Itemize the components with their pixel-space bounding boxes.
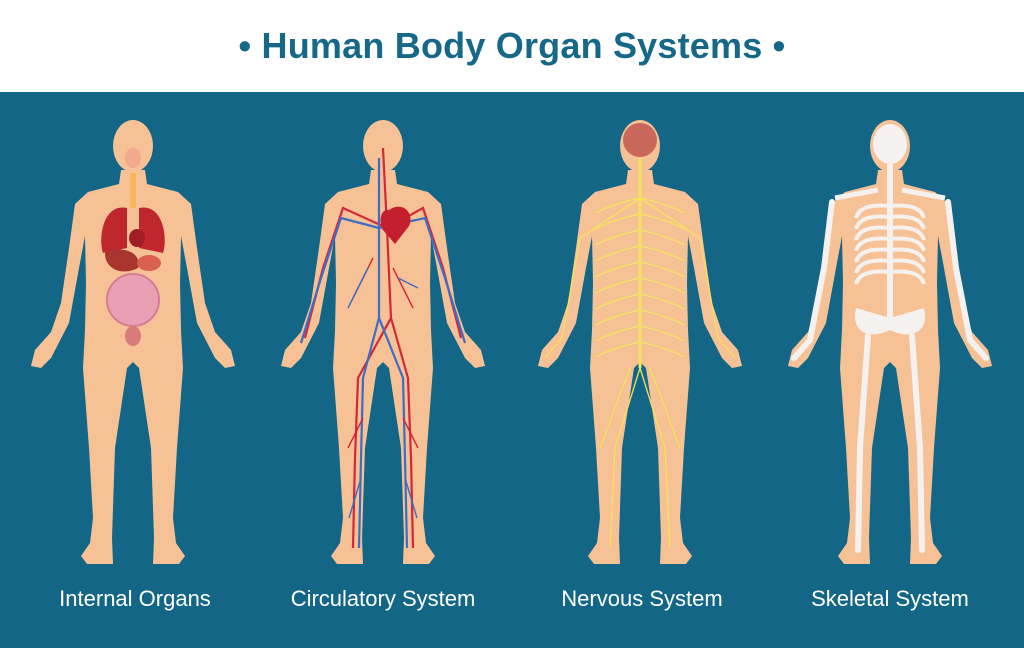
right-lung-icon: [139, 207, 165, 253]
label-internal-organs: Internal Organs: [59, 586, 211, 611]
rib: [854, 236, 926, 252]
left-lung-icon: [101, 207, 127, 253]
heart-icon: [380, 206, 411, 244]
spine: [887, 164, 893, 324]
limb-bones: [791, 199, 989, 553]
rib: [854, 258, 926, 274]
rib: [854, 269, 926, 285]
rib: [854, 203, 926, 219]
liver-icon: [105, 249, 139, 272]
label-nervous-system: Nervous System: [561, 586, 723, 611]
head: [363, 120, 403, 172]
head: [113, 120, 153, 172]
intestines-icon: [106, 273, 160, 327]
body-silhouette: [31, 170, 235, 564]
nervous-system-figure: [538, 120, 742, 564]
skeletal-system-figure: [788, 120, 992, 564]
blood-vessel: [347, 267, 419, 519]
page-title: • Human Body Organ Systems •: [238, 25, 786, 66]
blood-vessel: [357, 158, 381, 549]
rib: [854, 247, 926, 263]
body-silhouette: [281, 170, 485, 564]
internal-organs-figure: [31, 120, 235, 564]
skull-icon: [873, 124, 907, 164]
label-circulatory-system: Circulatory System: [290, 586, 476, 611]
rib: [854, 225, 926, 241]
blood-vessel: [377, 317, 409, 549]
nerves: [544, 197, 736, 549]
label-skeletal-system: Skeletal System: [811, 586, 969, 611]
throat-icon: [125, 148, 141, 168]
header: • Human Body Organ Systems •: [0, 0, 1024, 92]
blood-vessel: [299, 216, 380, 344]
clavicles: [834, 187, 946, 201]
pelvis-icon: [854, 308, 926, 335]
stomach-icon: [137, 255, 161, 271]
trachea-icon: [130, 173, 136, 208]
circulatory-system-figure: [281, 120, 485, 564]
rib: [854, 214, 926, 230]
bladder-icon: [125, 326, 141, 346]
heart-icon: [129, 229, 145, 247]
brain-icon: [623, 123, 657, 157]
